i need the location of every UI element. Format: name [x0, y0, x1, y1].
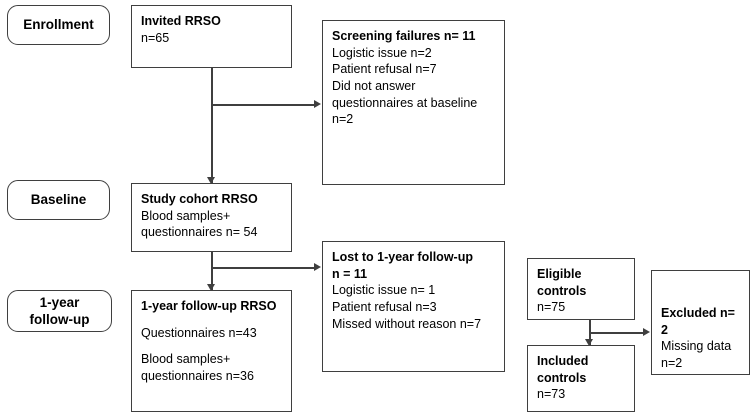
spacer-1 [141, 315, 282, 325]
stage-label-followup-line2: follow-up [29, 312, 90, 327]
box-eligible-controls: Eligible controls n=75 [527, 258, 635, 320]
box-screening-failures-title: Screening failures n= 11 [332, 29, 476, 43]
arrowhead-eligible-to-excluded-icon [643, 328, 650, 336]
box-screening-failures-line5: n=2 [332, 112, 354, 127]
box-screening-failures: Screening failures n= 11 Logistic issue … [322, 20, 505, 185]
box-eligible-controls-title: Eligible [537, 267, 582, 281]
box-lost-to-followup-line3: Missed without reason n=7 [332, 316, 482, 331]
box-eligible-controls-n: n=75 [537, 300, 566, 315]
box-study-cohort-line2: questionnaires n= 54 [141, 225, 258, 240]
stage-label-followup-line1: 1-year [39, 294, 80, 310]
edge-invited-trunk [211, 68, 213, 185]
box-screening-failures-line3: Did not answer [332, 78, 416, 93]
box-excluded-controls-line1: Missing data [661, 339, 732, 354]
box-followup-rrso-line3: questionnaires n=36 [141, 368, 254, 383]
box-included-controls-title: Included [537, 354, 589, 368]
box-eligible-controls-title2: controls [537, 283, 587, 298]
arrowhead-cohort-to-lost-icon [314, 263, 321, 271]
arrowhead-eligible-to-included-icon [585, 339, 593, 346]
edge-eligible-trunk [589, 320, 591, 347]
arrowhead-invited-to-screening-icon [314, 100, 321, 108]
stage-label-enrollment-text: Enrollment [23, 17, 94, 33]
arrowhead-invited-to-cohort-icon [207, 177, 215, 184]
box-included-controls-n: n=73 [537, 387, 566, 402]
box-excluded-controls-title: Excluded n= 2 [661, 306, 735, 337]
box-lost-to-followup: Lost to 1-year follow-up n = 11 Logistic… [322, 241, 505, 372]
edge-cohort-trunk [211, 252, 213, 292]
stage-label-enrollment: Enrollment [7, 5, 110, 45]
box-lost-to-followup-n: n = 11 [332, 266, 368, 281]
box-invited-rrso-n: n=65 [141, 30, 170, 45]
box-lost-to-followup-title: Lost to 1-year follow-up [332, 250, 473, 264]
stage-label-baseline: Baseline [7, 180, 110, 220]
edge-cohort-to-lost [211, 267, 316, 269]
box-followup-rrso-title: 1-year follow-up RRSO [141, 299, 277, 313]
box-invited-rrso: Invited RRSO n=65 [131, 5, 292, 68]
box-excluded-controls-line2: n=2 [661, 355, 683, 370]
edge-eligible-to-excluded [589, 332, 645, 334]
stage-label-baseline-text: Baseline [30, 192, 87, 208]
box-followup-rrso-line2: Blood samples+ [141, 352, 231, 367]
box-screening-failures-line4: questionnaires at baseline [332, 95, 478, 110]
box-study-cohort-line1: Blood samples+ [141, 208, 231, 223]
box-screening-failures-line2: Patient refusal n=7 [332, 62, 437, 77]
arrowhead-cohort-to-followup-icon [207, 284, 215, 291]
box-invited-rrso-title: Invited RRSO [141, 14, 221, 28]
box-included-controls: Included controls n=73 [527, 345, 635, 412]
box-lost-to-followup-line2: Patient refusal n=3 [332, 299, 437, 314]
stage-label-followup: 1-year follow-up [7, 290, 112, 332]
box-lost-to-followup-line1: Logistic issue n= 1 [332, 283, 436, 298]
box-included-controls-title2: controls [537, 370, 587, 385]
box-study-cohort: Study cohort RRSO Blood samples+ questio… [131, 183, 292, 252]
spacer-2 [141, 341, 282, 351]
edge-invited-to-screening [211, 104, 316, 106]
box-followup-rrso: 1-year follow-up RRSO Questionnaires n=4… [131, 290, 292, 412]
box-followup-rrso-line1: Questionnaires n=43 [141, 325, 257, 340]
box-screening-failures-line1: Logistic issue n=2 [332, 45, 432, 60]
box-excluded-controls: Excluded n= 2 Missing data n=2 [651, 270, 750, 375]
box-study-cohort-title: Study cohort RRSO [141, 192, 258, 206]
